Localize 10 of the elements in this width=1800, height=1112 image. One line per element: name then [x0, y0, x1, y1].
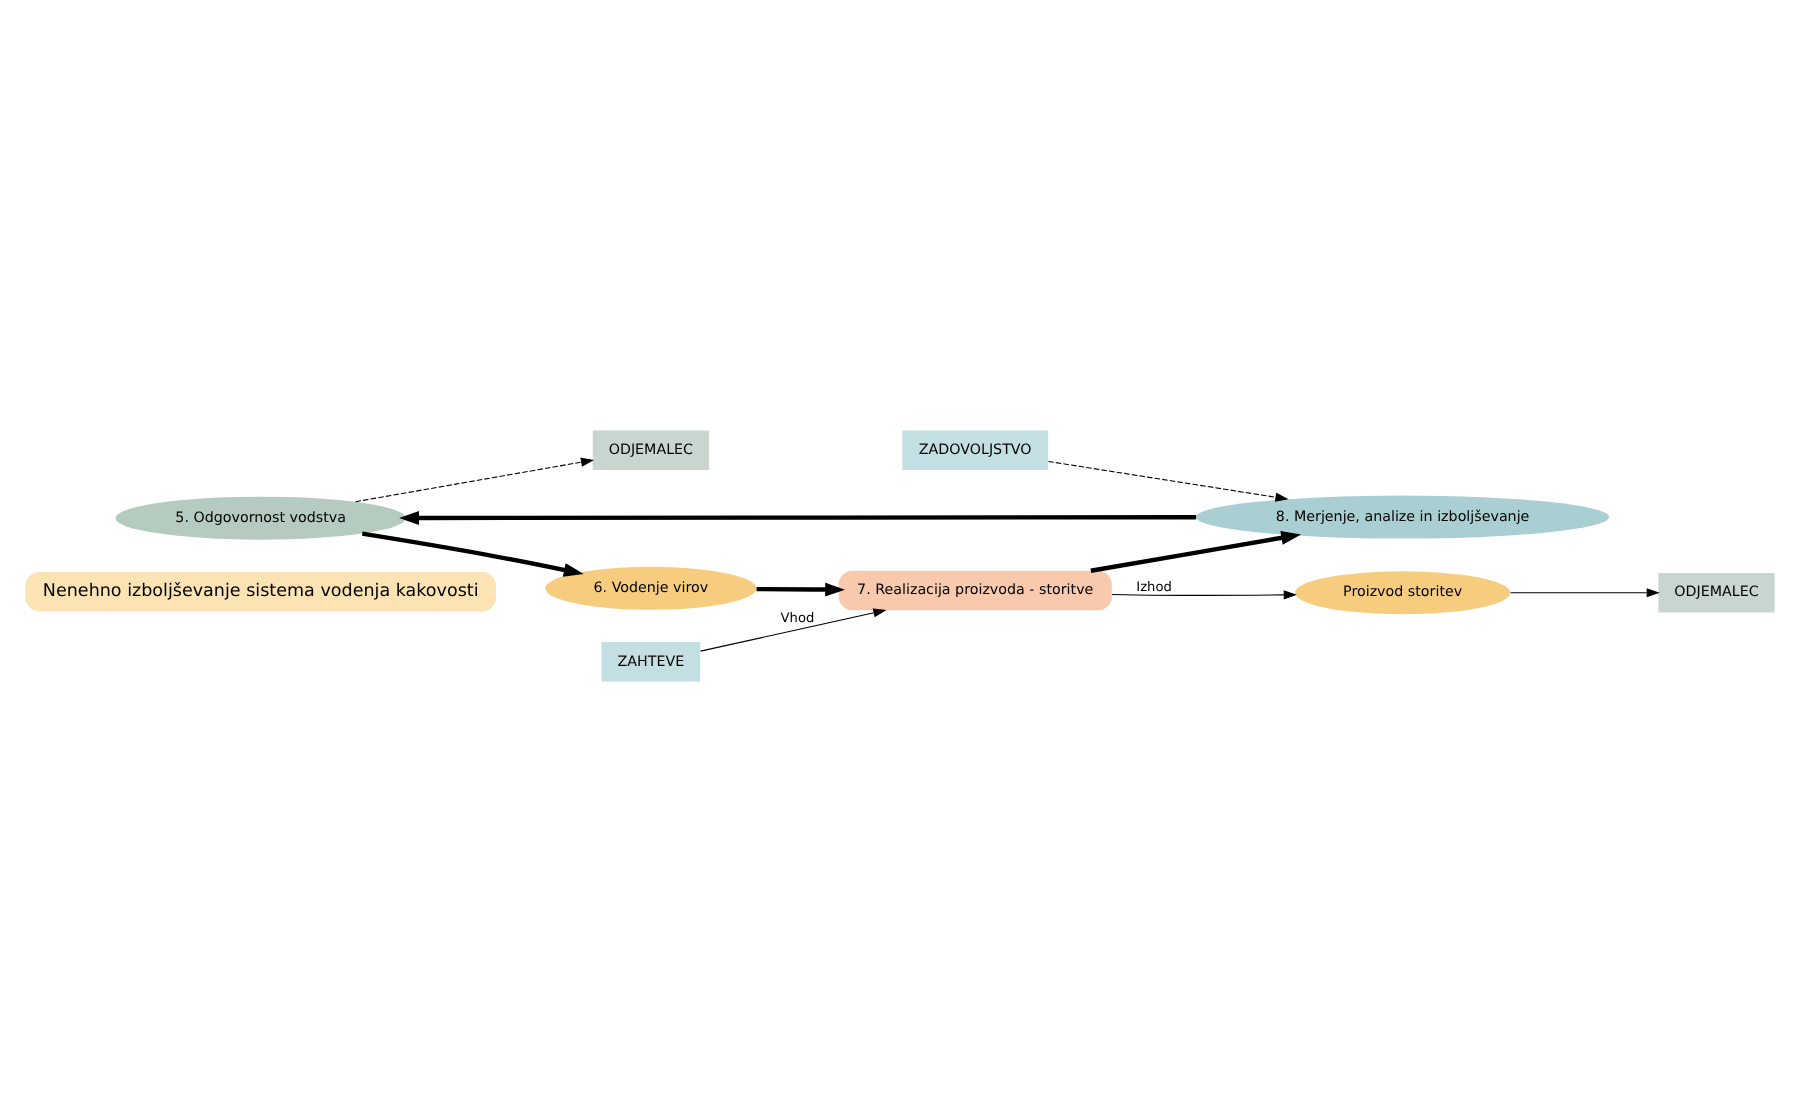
arrow [399, 511, 1197, 525]
arrow [355, 457, 595, 503]
arrow [700, 608, 887, 652]
arrow [1111, 590, 1297, 600]
arrow [756, 582, 845, 597]
node-box: Nenehno izboljševanje sistema vodenja kakovosti [25, 571, 496, 612]
arrow [361, 531, 584, 577]
arrow [1510, 588, 1660, 598]
arrow [1090, 530, 1302, 573]
arrow [1047, 460, 1289, 502]
